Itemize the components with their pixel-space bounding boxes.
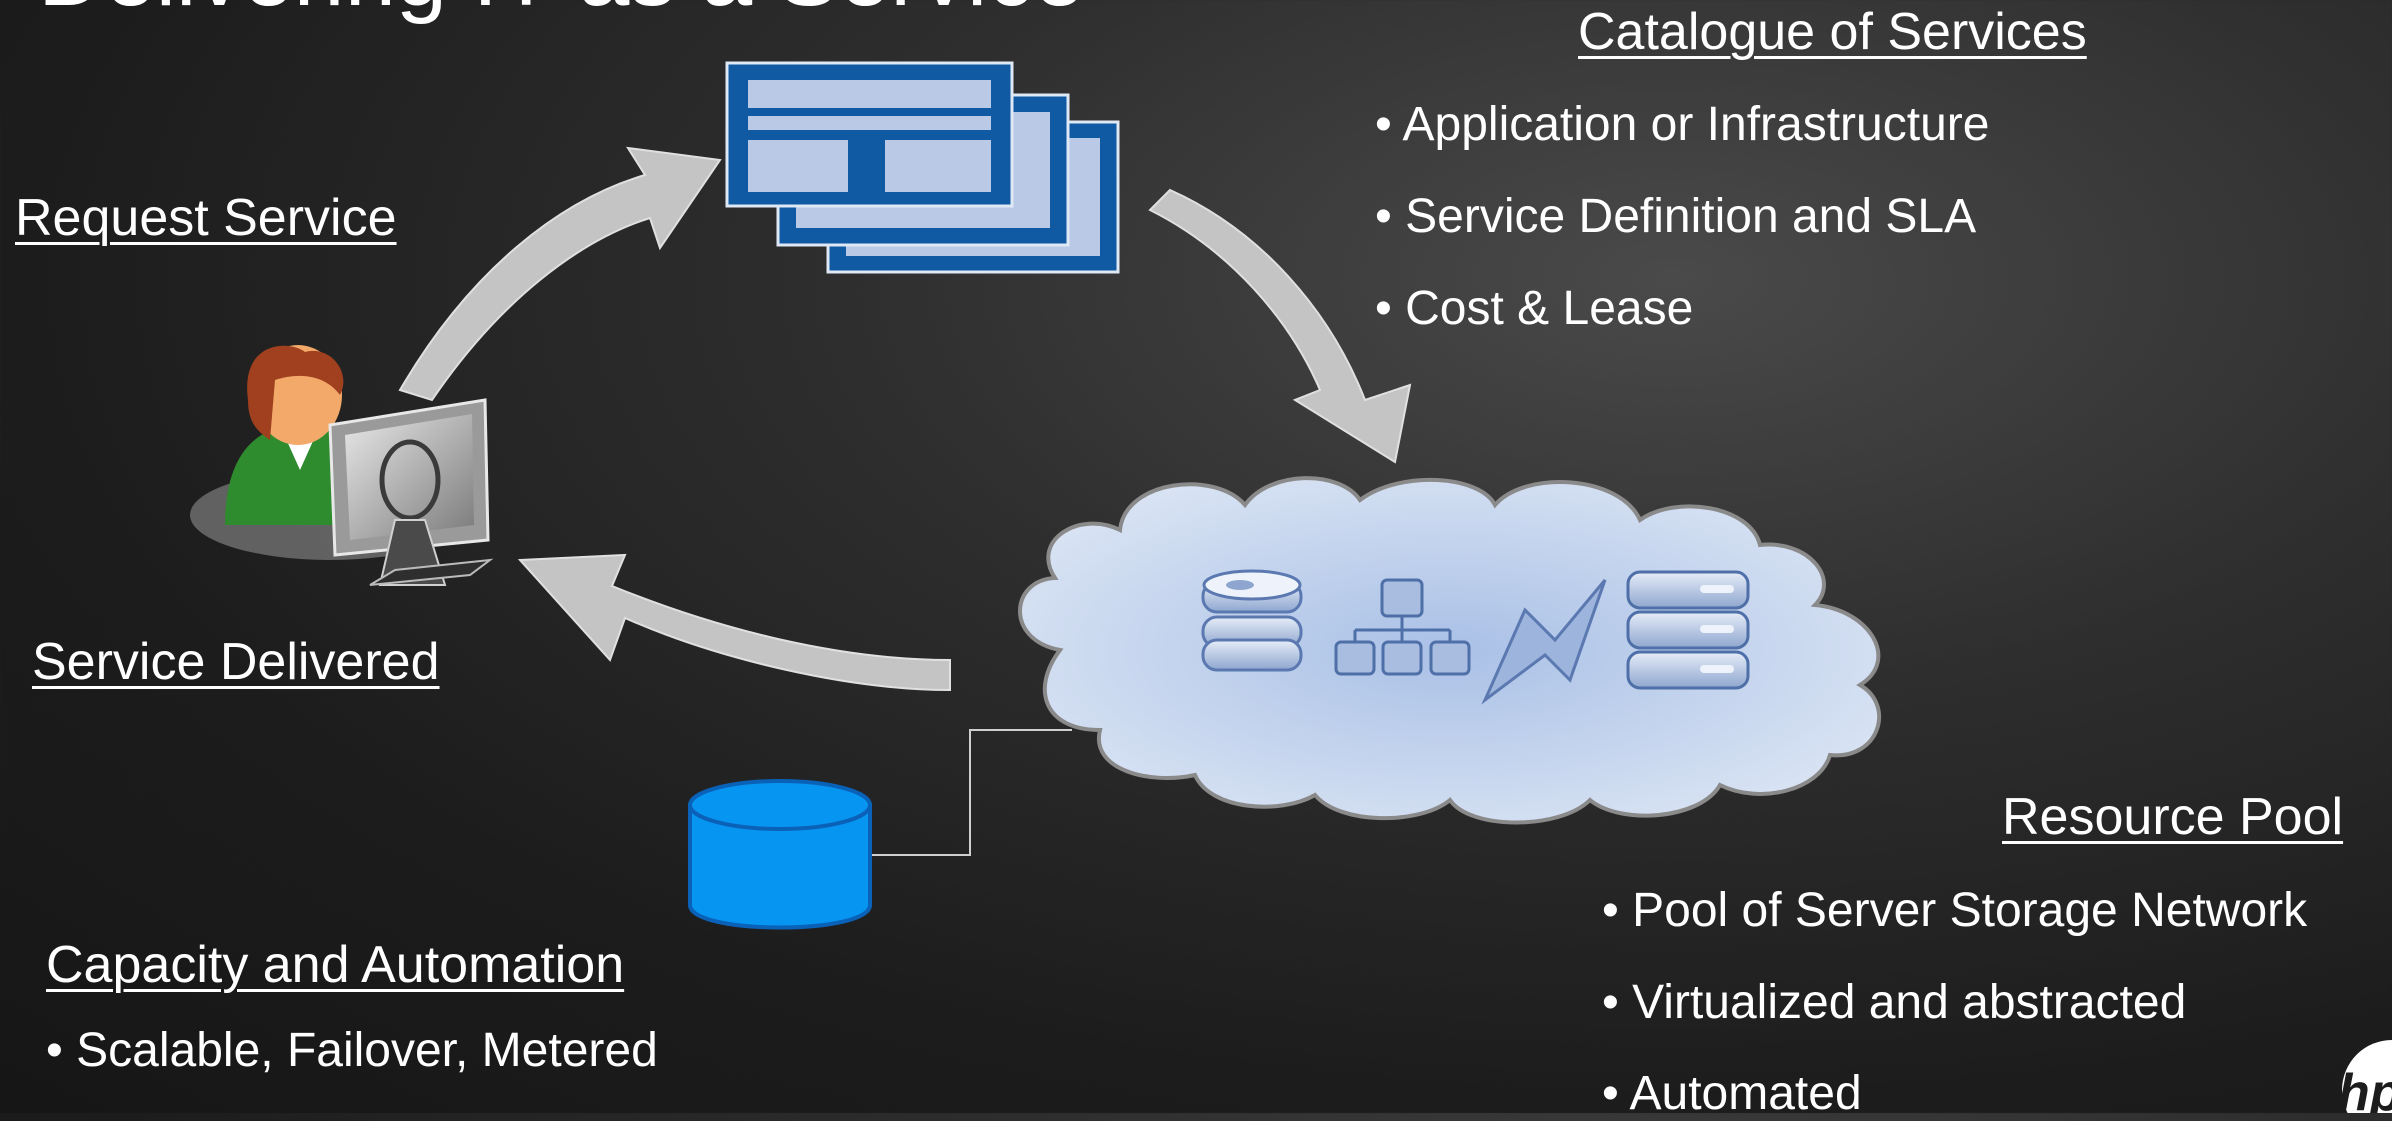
lightning-icon bbox=[1481, 579, 1607, 705]
request-service-label: Request Service bbox=[15, 189, 397, 247]
capacity-bullet-1: Scalable, Failover, Metered bbox=[46, 1023, 658, 1078]
provision-arrow bbox=[1148, 188, 1412, 464]
storage-icon bbox=[1201, 569, 1303, 672]
catalogue-bullet-2: Service Definition and SLA bbox=[1375, 189, 1976, 244]
network-icon bbox=[1334, 578, 1471, 676]
resource-pool-bullet-3: Automated bbox=[1602, 1066, 1862, 1121]
request-arrow bbox=[398, 146, 722, 402]
catalogue-heading: Catalogue of Services bbox=[1578, 3, 2087, 61]
database-connector bbox=[870, 729, 1072, 856]
service-delivered-label: Service Delivered bbox=[32, 633, 440, 691]
svg-text:hp: hp bbox=[2338, 1064, 2392, 1113]
resource-pool-bullet-2: Virtualized and abstracted bbox=[1602, 975, 2186, 1030]
hp-logo: hp bbox=[2338, 1040, 2392, 1113]
resource-pool-bullet-1: Pool of Server Storage Network bbox=[1602, 883, 2307, 938]
capacity-heading: Capacity and Automation bbox=[46, 936, 625, 994]
database-icon bbox=[688, 779, 872, 930]
slide-title: Delivering IT as a Service bbox=[38, 0, 1085, 27]
catalogue-icon bbox=[725, 61, 1120, 274]
server-stack-icon bbox=[1626, 570, 1750, 690]
deliver-arrow bbox=[517, 553, 951, 692]
catalogue-bullet-3: Cost & Lease bbox=[1375, 281, 1693, 336]
catalogue-bullet-1: Application or Infrastructure bbox=[1375, 97, 1990, 152]
user-at-computer-icon bbox=[190, 345, 494, 586]
resource-pool-heading: Resource Pool bbox=[2002, 788, 2344, 846]
